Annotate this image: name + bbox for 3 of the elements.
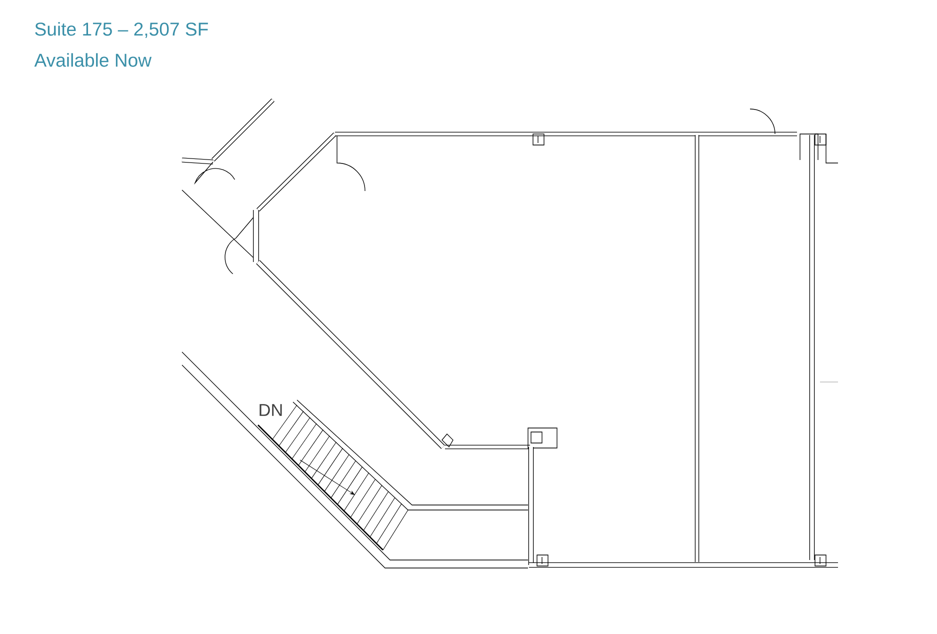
- title: Suite 175 – 2,507 SF: [35, 22, 208, 38]
- availability-note: Available Now: [34, 53, 152, 67]
- stair-label: DN: [260, 404, 282, 416]
